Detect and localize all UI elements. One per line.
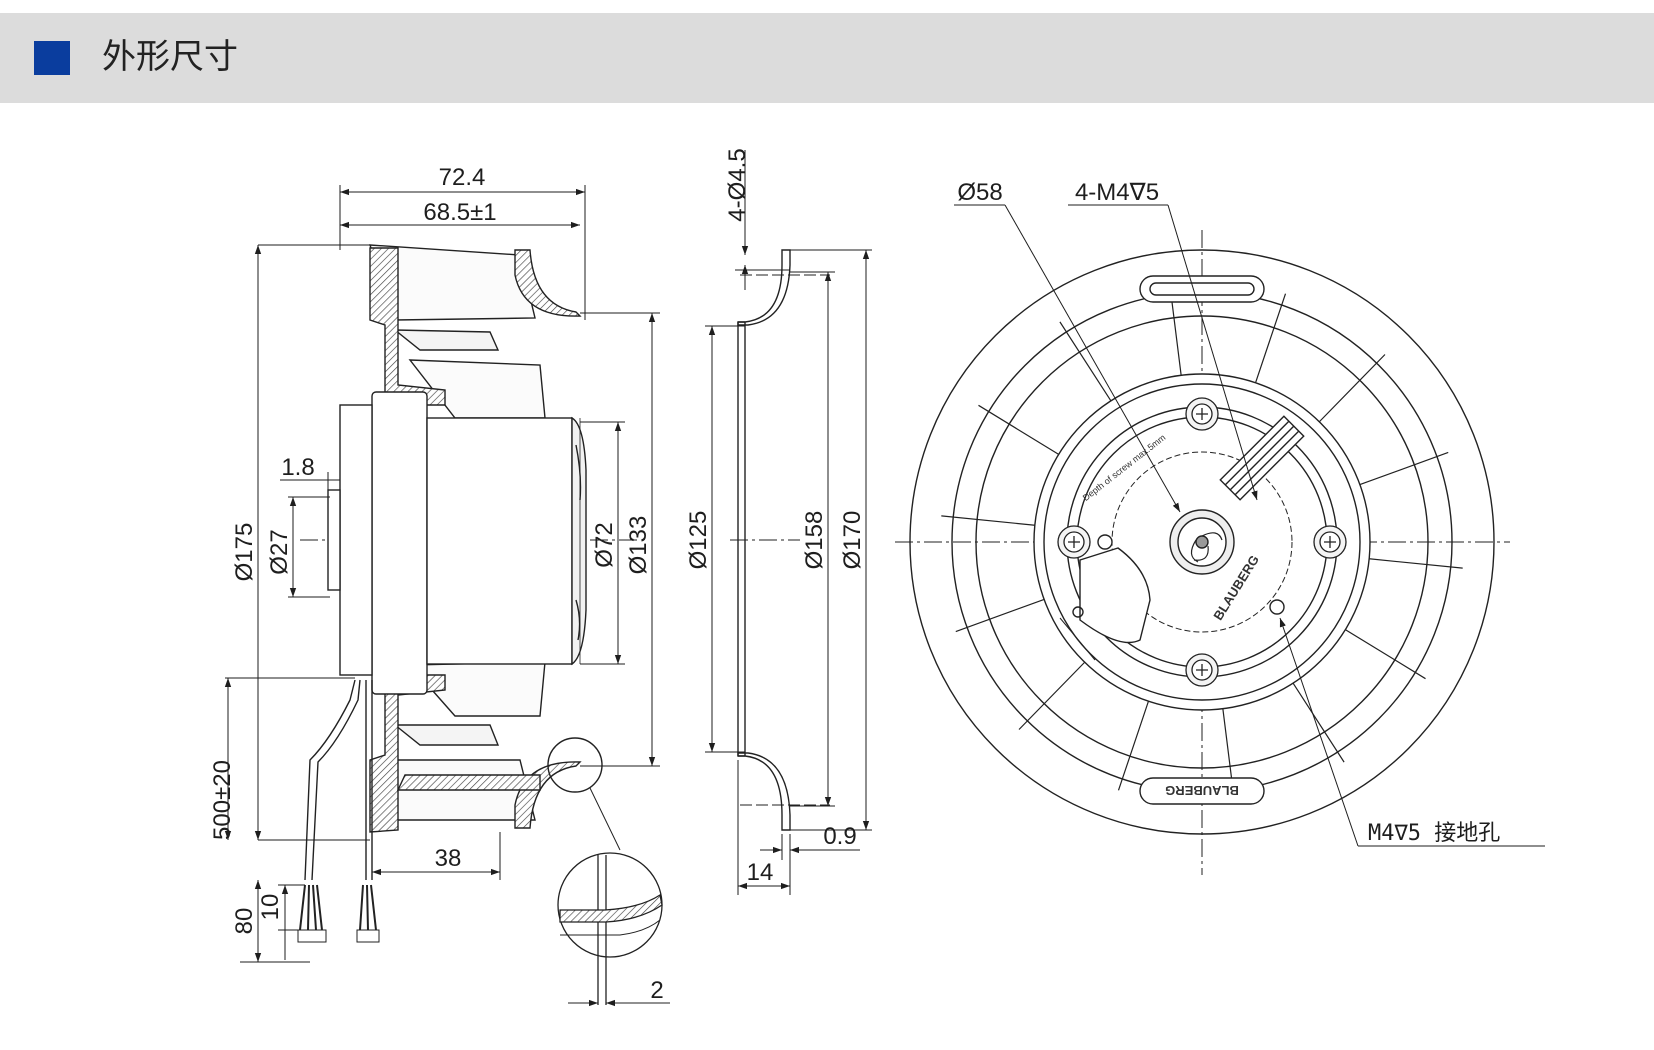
inlet-ring-view — [730, 249, 830, 831]
mount-screw-icon — [1057, 525, 1091, 559]
dim-flange-offset: 1.8 — [281, 454, 314, 481]
dim-impeller-length: 68.5±1 — [423, 199, 496, 226]
front-view-dimensions — [954, 204, 1545, 847]
section-header: 外形尺寸 — [0, 13, 1654, 103]
impeller-blade — [1292, 682, 1345, 763]
dim-detail-thickness: 2 — [650, 977, 663, 1004]
dim-overall-length: 72.4 — [439, 164, 486, 191]
impeller-blade — [1345, 629, 1426, 680]
dim-tin-length: 10 — [257, 894, 284, 921]
dim-hub-dia: Ø27 — [266, 529, 293, 574]
impeller-blade — [1018, 661, 1086, 730]
dim-ring-holes: 4-Ø4.5 — [724, 148, 751, 221]
front-view-labels: Ø58 4-M4∇5 M4∇5 接地孔 — [957, 179, 1500, 846]
dim-ground-hole: M4∇5 接地孔 — [1368, 821, 1500, 846]
side-view — [297, 244, 640, 943]
dim-ring-pitch-dia: Ø158 — [801, 511, 828, 570]
inlet-ring-dimensions — [705, 150, 872, 895]
impeller-blade — [978, 404, 1059, 455]
inlet-ring-labels: 4-Ø4.5 Ø125 Ø158 Ø170 14 0.9 — [685, 148, 866, 886]
impeller-blade — [1318, 354, 1386, 423]
impeller-blade — [941, 515, 1035, 526]
side-view-dimensions — [224, 185, 660, 963]
dim-strip-length: 80 — [231, 908, 258, 935]
dim-motor-dia: Ø72 — [591, 522, 618, 567]
impeller-blade — [955, 598, 1045, 633]
dim-ring-width: 14 — [747, 859, 774, 886]
impeller-blade — [1369, 558, 1463, 569]
mount-screw-icon — [1185, 397, 1219, 431]
dim-ring-inner-dia: Ø125 — [685, 511, 712, 570]
impeller-blade — [1254, 293, 1287, 383]
section-marker-square — [34, 41, 70, 75]
side-view-labels: 72.4 68.5±1 1.8 Ø175 Ø27 Ø72 Ø133 500±20… — [209, 164, 652, 934]
detail-view — [557, 852, 670, 1007]
dim-mount-holes: 4-M4∇5 — [1075, 179, 1159, 206]
impeller-blade — [1059, 321, 1112, 402]
dim-inlet-depth: 38 — [435, 845, 462, 872]
front-view — [895, 230, 1510, 875]
impeller-blade — [1359, 451, 1449, 486]
section-title: 外形尺寸 — [102, 37, 238, 77]
mount-screw-icon — [1313, 525, 1347, 559]
dim-hub-dia-front: Ø58 — [957, 179, 1002, 206]
dim-impeller-dia: Ø175 — [231, 523, 258, 582]
dim-ring-sheet-thickness: 0.9 — [823, 823, 856, 850]
impeller-blade — [1117, 701, 1150, 791]
dim-motor-can-dia: Ø133 — [625, 516, 652, 575]
logo-plate-text: BLAUBERG — [1165, 783, 1239, 798]
dim-ring-outer-dia: Ø170 — [839, 511, 866, 570]
dim-cable-length: 500±20 — [209, 760, 236, 840]
mount-screw-icon — [1185, 653, 1219, 687]
